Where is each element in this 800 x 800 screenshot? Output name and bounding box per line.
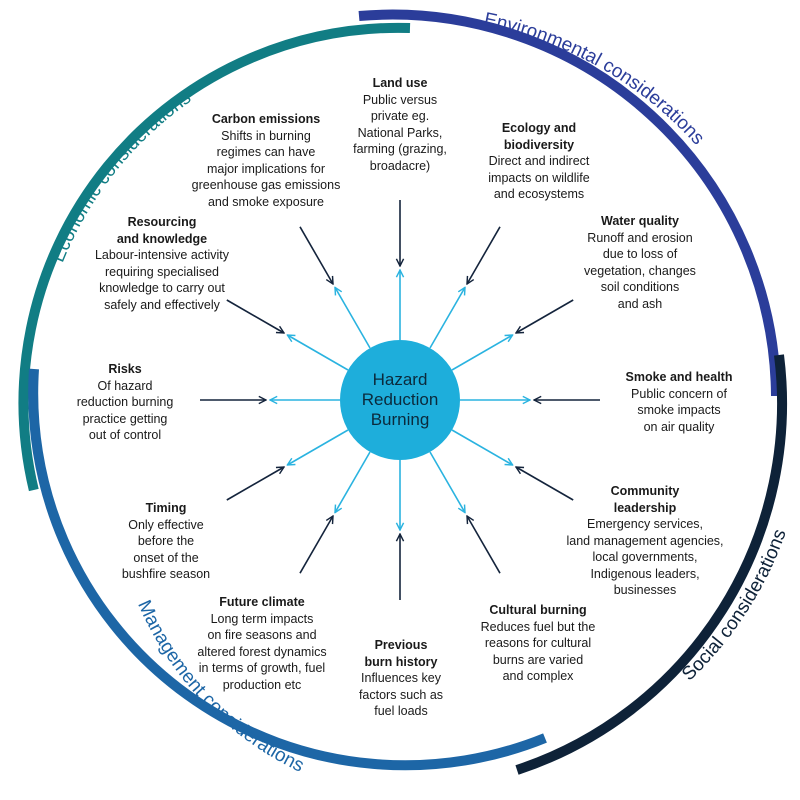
environmental-arc (358, 9, 781, 397)
node-ecology: Ecology and biodiversity Direct and indi… (469, 120, 609, 203)
inward-arrow-water-quality (516, 299, 574, 333)
center-hub: Hazard Reduction Burning (340, 340, 460, 460)
arrow-group (200, 200, 600, 600)
node-desc: Direct and indirect impacts on wildlife … (488, 154, 590, 201)
node-cultural: Cultural burning Reduces fuel but the re… (458, 602, 618, 685)
node-desc: Of hazard reduction burning practice get… (76, 378, 174, 443)
outward-arrow-resourcing (287, 335, 349, 371)
node-title: Land use (372, 76, 428, 90)
node-smoke-health: Smoke and health Public concern of smoke… (609, 369, 749, 435)
node-desc: Labour-intensive activity requiring spec… (94, 248, 230, 312)
node-title: Water quality (600, 214, 680, 228)
inward-arrow-community (516, 467, 574, 501)
node-risks: Risks Of hazard reduction burning practi… (60, 361, 190, 444)
node-desc: Long term impacts on fire seasons and al… (197, 611, 327, 692)
node-title: Risks (108, 362, 142, 376)
inward-arrow-resourcing (226, 299, 284, 333)
node-desc: Only effective before the onset of the b… (121, 517, 211, 582)
node-title: Resourcing and knowledge (116, 215, 208, 246)
outward-arrow-ecology (429, 287, 465, 349)
node-future-climate: Future climate Long term impacts on fire… (182, 594, 342, 693)
inward-arrow-future-climate (299, 516, 333, 574)
node-timing: Timing Only effective before the onset o… (96, 500, 236, 583)
node-title: Cultural burning (489, 603, 587, 617)
node-water-quality: Water quality Runoff and erosion due to … (570, 213, 710, 312)
node-desc: Runoff and erosion due to loss of vegeta… (584, 230, 696, 311)
node-land-use: Land use Public versus private eg. Natio… (338, 75, 462, 174)
node-title: Future climate (219, 595, 305, 609)
node-title: Ecology and biodiversity (501, 121, 577, 152)
outward-arrow-future-climate (335, 451, 371, 513)
node-desc: Shifts in burning regimes can have major… (191, 128, 341, 209)
node-carbon: Carbon emissions Shifts in burning regim… (180, 111, 352, 210)
node-desc: Public versus private eg. National Parks… (353, 92, 447, 173)
inward-arrow-carbon (299, 226, 333, 284)
economic-arc (18, 22, 411, 492)
node-resourcing: Resourcing and knowledge Labour-intensiv… (74, 214, 250, 313)
node-community: Community leadership Emergency services,… (560, 483, 730, 599)
social-arc (515, 354, 788, 775)
node-title: Previous burn history (364, 638, 438, 669)
node-desc: Emergency services, land management agen… (566, 517, 724, 597)
inward-arrow-ecology (467, 226, 501, 284)
node-title: Timing (145, 501, 187, 515)
outward-arrow-community (451, 429, 513, 465)
management-arc (28, 368, 547, 771)
node-desc: Influences key factors such as fuel load… (358, 671, 444, 718)
outward-arrow-water-quality (451, 335, 513, 371)
outward-arrow-cultural (429, 451, 465, 513)
node-title: Carbon emissions (211, 112, 321, 126)
node-desc: Public concern of smoke impacts on air q… (631, 386, 727, 434)
node-title: Smoke and health (625, 370, 733, 384)
outward-arrow-timing (287, 429, 349, 465)
inward-arrow-cultural (467, 516, 501, 574)
outward-arrow-carbon (335, 287, 371, 349)
inward-arrow-timing (226, 467, 284, 501)
node-previous-burn: Previous burn history Influences key fac… (339, 637, 463, 720)
node-desc: Reduces fuel but the reasons for cultura… (480, 619, 596, 684)
node-title: Community leadership (610, 484, 680, 515)
